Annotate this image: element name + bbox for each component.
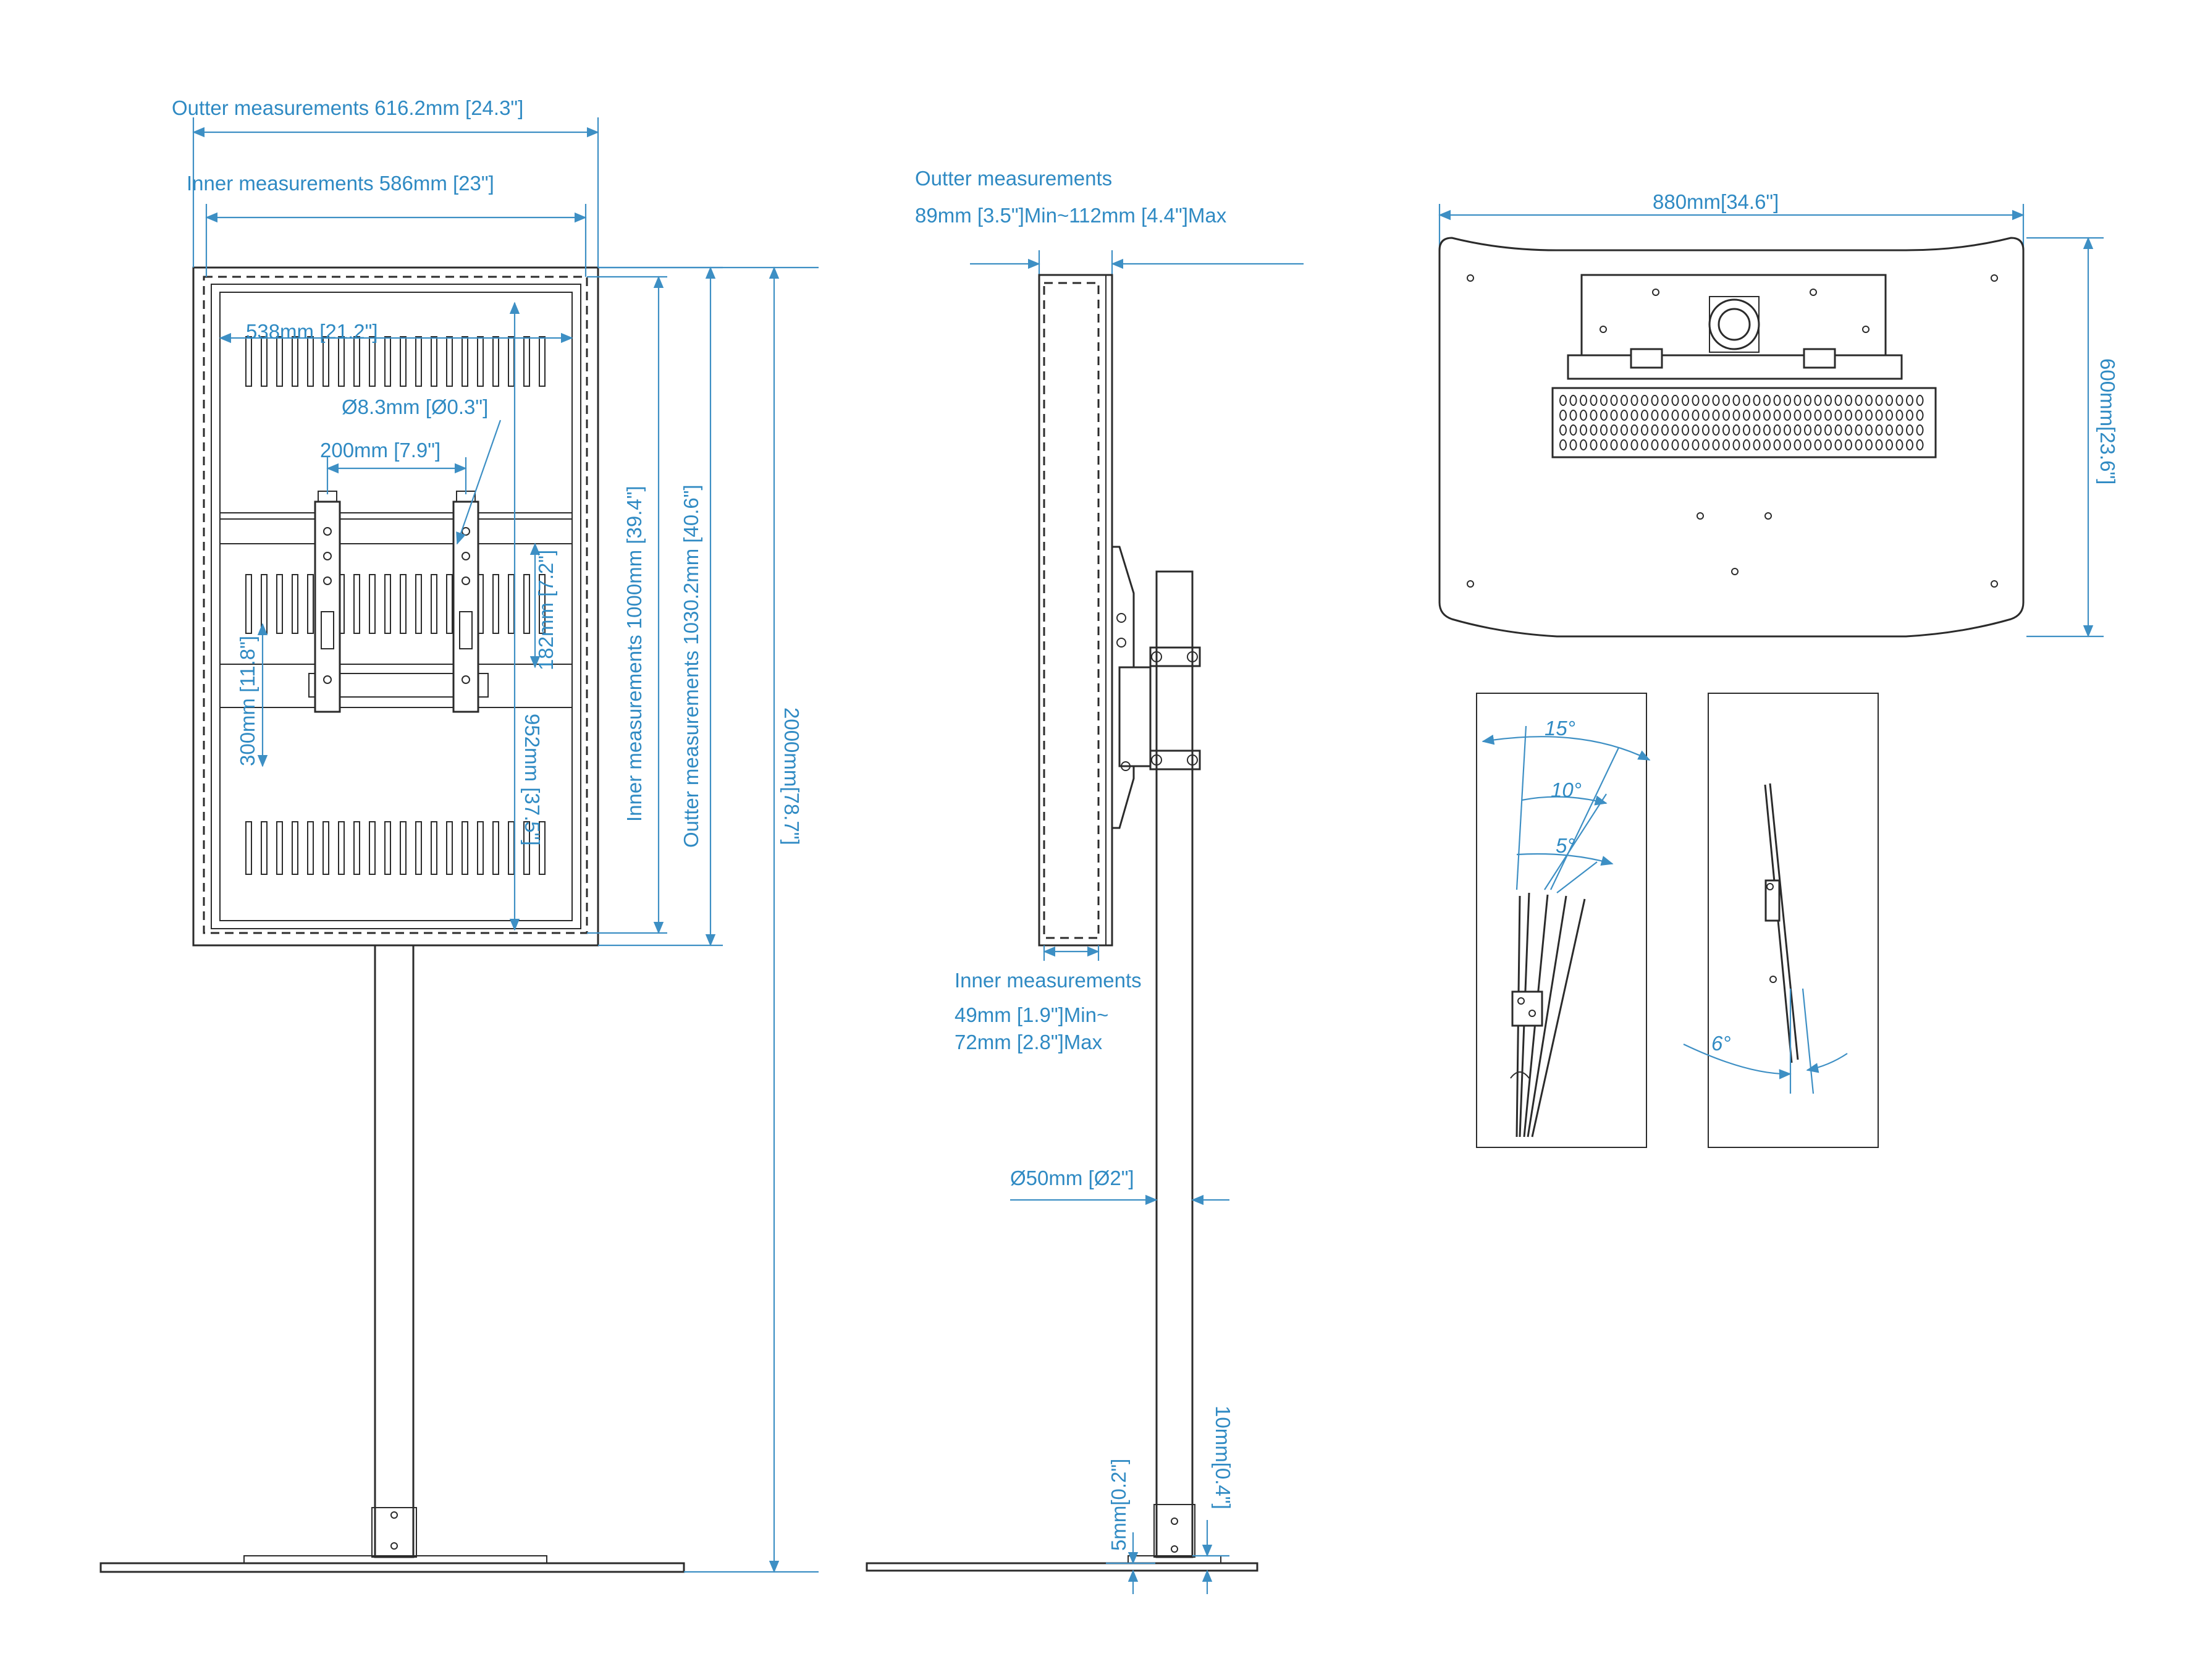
inner-depth-line1: 49mm [1.9"]Min~ [955, 1003, 1108, 1026]
outer-depth-value: 89mm [3.5"]Min~112mm [4.4"]Max [915, 204, 1227, 227]
bracket-right [452, 500, 479, 713]
side-pole [1155, 570, 1194, 1558]
angle-5-label: 5° [1556, 834, 1575, 857]
total-height-label: 2000mm[78.7"] [780, 707, 803, 845]
side-screen [1038, 274, 1113, 947]
base-depth-label: 600mm[23.6"] [2096, 358, 2119, 484]
front-pole [374, 944, 415, 1558]
inner-depth-line2: 72mm [2.8"]Max [955, 1031, 1103, 1053]
outer-height-label: Outter measurements 1030.2mm [40.6"] [680, 484, 702, 848]
hole-diameter-label: Ø8.3mm [Ø0.3"] [342, 395, 488, 418]
angle-6-label: 6° [1711, 1032, 1731, 1055]
front-view: Outter measurements 616.2mm [24.3"] Inne… [99, 96, 819, 1573]
panel-width-label: 538mm [21.2"] [246, 320, 378, 343]
base-10mm-label: 10mm[0.4"] [1212, 1406, 1234, 1509]
grille-holes [1559, 395, 1924, 450]
screen-inner-outline [203, 276, 588, 934]
offset-300-label: 300mm [11.8"] [236, 636, 259, 766]
screen-body [219, 292, 573, 921]
mount-rail-top [219, 518, 573, 544]
mount-rail-bottom [308, 673, 489, 698]
tilt-view-backward: 6° [1683, 693, 1879, 1148]
outer-width-label: Outter measurements 616.2mm [24.3"] [172, 96, 523, 119]
base-width-label: 880mm[34.6"] [1653, 190, 1779, 213]
angle-15-label: 15° [1545, 717, 1575, 740]
base-plate-view: 880mm[34.6"] 600mm[23.6"] [1438, 190, 2119, 638]
side-base [866, 1562, 1258, 1572]
pole-diameter-label: Ø50mm [Ø2"] [1010, 1167, 1134, 1189]
offset-182-label: 182mm [7.2"] [534, 550, 557, 670]
angle-10-label: 10° [1551, 779, 1582, 801]
hole-spacing-label: 200mm [7.9"] [320, 439, 441, 462]
inner-width-label: Inner measurements 586mm [23"] [187, 172, 494, 195]
outer-depth-title: Outter measurements [915, 167, 1112, 190]
base-5mm-label: 5mm[0.2"] [1107, 1459, 1130, 1551]
height-952-label: 952mm [37.5"] [521, 714, 544, 846]
inner-height-label: Inner measurements 1000mm [39.4"] [623, 486, 646, 822]
bracket-left [314, 500, 341, 713]
base-plate-outline [1438, 237, 2025, 638]
side-view: Outter measurements 89mm [3.5"]Min~112mm… [866, 167, 1304, 1594]
tilt-view-forward: 15° 10° 5° [1476, 693, 1651, 1148]
front-base [99, 1562, 685, 1573]
inner-depth-title: Inner measurements [955, 969, 1142, 992]
